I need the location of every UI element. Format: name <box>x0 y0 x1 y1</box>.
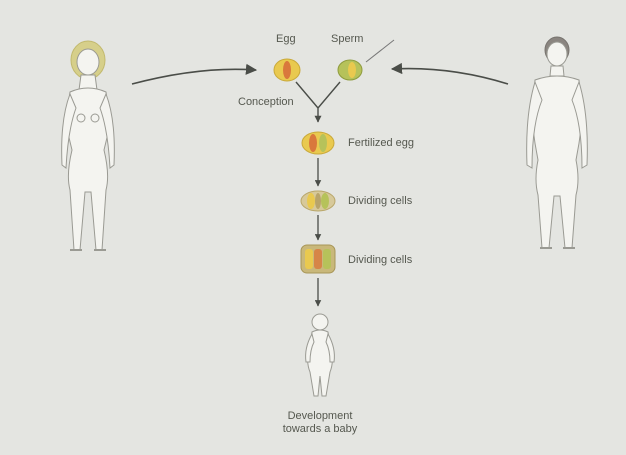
egg-label: Egg <box>276 33 296 45</box>
development-label-line1: Development <box>268 410 372 423</box>
sperm-label: Sperm <box>331 33 363 45</box>
dividing-cells-2 <box>301 245 335 273</box>
conception-lines <box>296 82 340 122</box>
fertilized-egg-label: Fertilized egg <box>348 137 414 149</box>
baby-figure <box>306 314 335 396</box>
arrow-male-to-sperm <box>392 69 508 84</box>
egg-cell <box>274 59 300 81</box>
female-figure <box>62 41 115 250</box>
development-label: Development towards a baby <box>268 410 372 436</box>
male-figure <box>527 37 588 248</box>
sperm-cell <box>338 60 362 80</box>
conception-label: Conception <box>238 96 294 108</box>
dividing-cells-1 <box>301 191 335 211</box>
dividing-cells-2-label: Dividing cells <box>348 254 412 266</box>
development-label-line2: towards a baby <box>268 423 372 436</box>
arrow-female-to-egg <box>132 69 256 84</box>
dividing-cells-1-label: Dividing cells <box>348 195 412 207</box>
fertilized-egg-cell <box>302 132 334 154</box>
sperm-label-pointer <box>366 40 394 62</box>
